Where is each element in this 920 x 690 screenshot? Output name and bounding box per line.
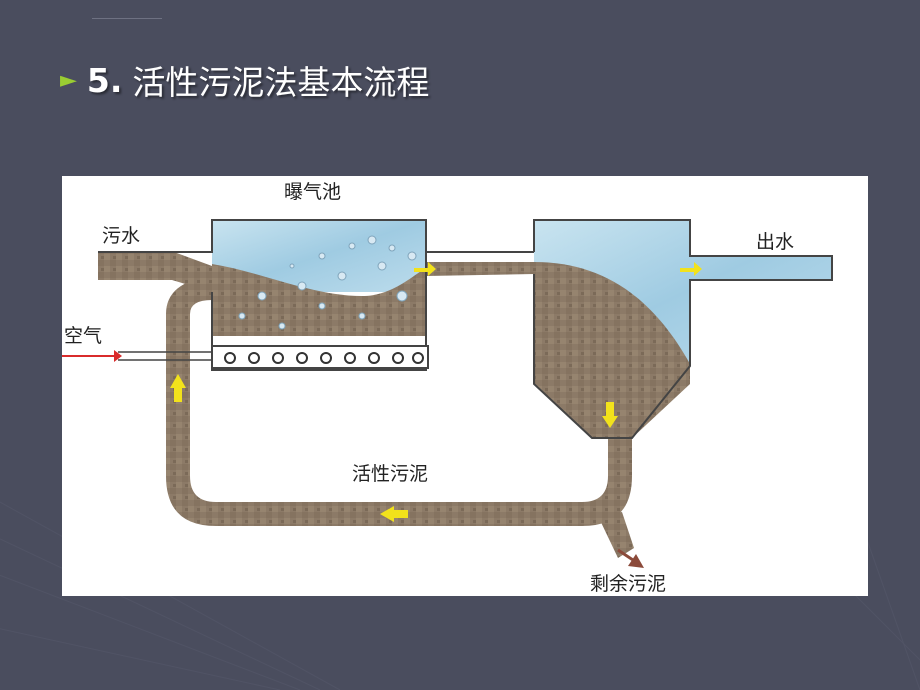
sewage-inlet-pipe bbox=[98, 252, 212, 292]
label-excess-sludge: 剩余污泥 bbox=[590, 573, 666, 595]
title-number: 5. bbox=[86, 60, 123, 100]
settling-tank-outline bbox=[533, 219, 833, 439]
tank-connector-pipe bbox=[426, 262, 534, 276]
label-activated-sludge: 活性污泥 bbox=[352, 463, 428, 485]
settling-tank-sludge bbox=[534, 262, 690, 438]
diffuser-nozzles bbox=[224, 352, 424, 364]
process-diagram: 曝气池 污水 出水 空气 活性污泥 剩余污泥 bbox=[62, 176, 868, 596]
flow-arrow-right-icon bbox=[414, 262, 702, 276]
aeration-tank-outline bbox=[98, 219, 534, 371]
label-outlet: 出水 bbox=[756, 231, 794, 253]
title-bullet-icon: ► bbox=[60, 67, 77, 93]
label-aeration-tank: 曝气池 bbox=[284, 181, 341, 203]
air-diffuser-bar bbox=[211, 345, 429, 369]
top-decor-line bbox=[92, 18, 162, 19]
flow-arrow-left-icon bbox=[380, 506, 408, 522]
title-text: 活性污泥法基本流程 bbox=[132, 63, 430, 102]
slide-title: ► 5. 活性污泥法基本流程 bbox=[60, 58, 430, 103]
air-bubbles bbox=[238, 235, 417, 330]
excess-sludge-pipe bbox=[598, 512, 634, 558]
excess-sludge-arrow-icon bbox=[617, 548, 644, 568]
label-sewage: 污水 bbox=[102, 225, 140, 247]
label-air: 空气 bbox=[64, 325, 102, 347]
flow-arrow-up-icon bbox=[170, 374, 186, 402]
air-arrow-icon bbox=[62, 350, 122, 362]
aeration-tank-sludge bbox=[212, 264, 426, 336]
flow-arrow-down-icon bbox=[602, 402, 618, 428]
